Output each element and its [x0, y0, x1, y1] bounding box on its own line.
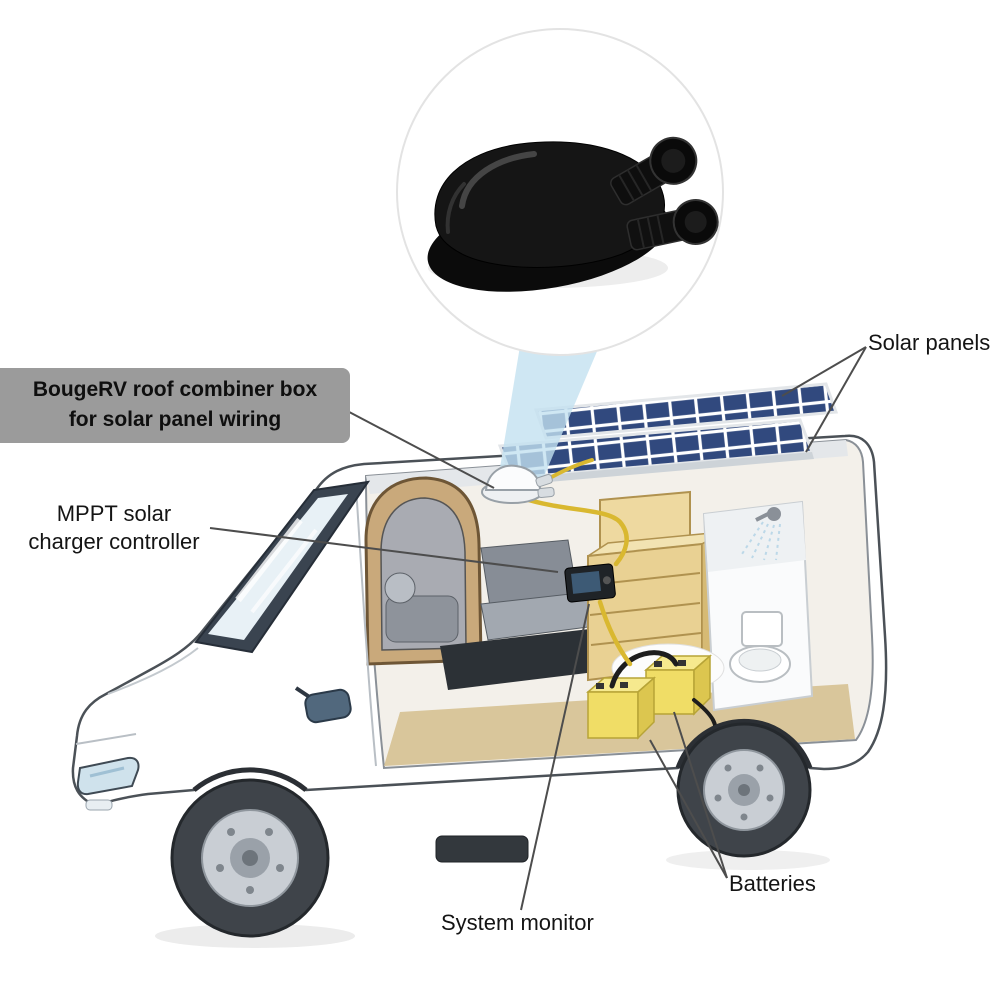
cable-gland-lower [626, 198, 719, 251]
shower-head [741, 507, 781, 561]
callout-lines [209, 346, 867, 911]
system-monitor-label: System monitor [441, 910, 594, 935]
side-step [435, 835, 529, 863]
bathroom [702, 500, 814, 712]
roof-combiner-box [481, 464, 555, 504]
mppt-controller-label: MPPT solar charger controller [16, 500, 212, 555]
batteries-label: Batteries [729, 871, 816, 896]
camper-van [71, 382, 888, 938]
zoom-beam [498, 342, 601, 486]
front-wheel [170, 778, 330, 938]
interior-cutaway [364, 438, 874, 770]
combiner-box-closeup [396, 28, 724, 356]
side-mirror [294, 686, 352, 724]
solar-callout-line-1 [781, 346, 867, 397]
sofa-bench [440, 539, 660, 690]
battery-front [586, 676, 656, 740]
combiner-box-label-line1: BougeRV roof combiner box [32, 378, 318, 401]
system-monitor-callout-line [520, 603, 590, 911]
toilet [729, 611, 791, 683]
solar-callout-line-2 [805, 346, 867, 453]
charge-controller-monitor [564, 563, 616, 603]
combiner-box-body [434, 141, 665, 268]
mppt-callout-line [209, 527, 559, 573]
mppt-label-line2: charger controller [28, 528, 200, 554]
combiner-callout-line [333, 403, 495, 489]
windshield [194, 480, 371, 654]
mppt-label-line1: MPPT solar [56, 501, 172, 526]
rear-wheel [676, 722, 812, 858]
solar-wiring [519, 495, 633, 667]
combiner-box-label-line2: for solar panel wiring [68, 408, 282, 432]
battery-cable [609, 650, 679, 689]
headlight [76, 756, 140, 811]
solar-panels-label: Solar panels [868, 330, 991, 355]
cable-gland-upper [610, 136, 698, 206]
combiner-box-label: BougeRV roof combiner box for solar pane… [0, 368, 350, 443]
batteries-callout-line-2 [673, 711, 728, 879]
cab-arch [364, 476, 483, 666]
batteries-callout-line-1 [649, 739, 728, 879]
